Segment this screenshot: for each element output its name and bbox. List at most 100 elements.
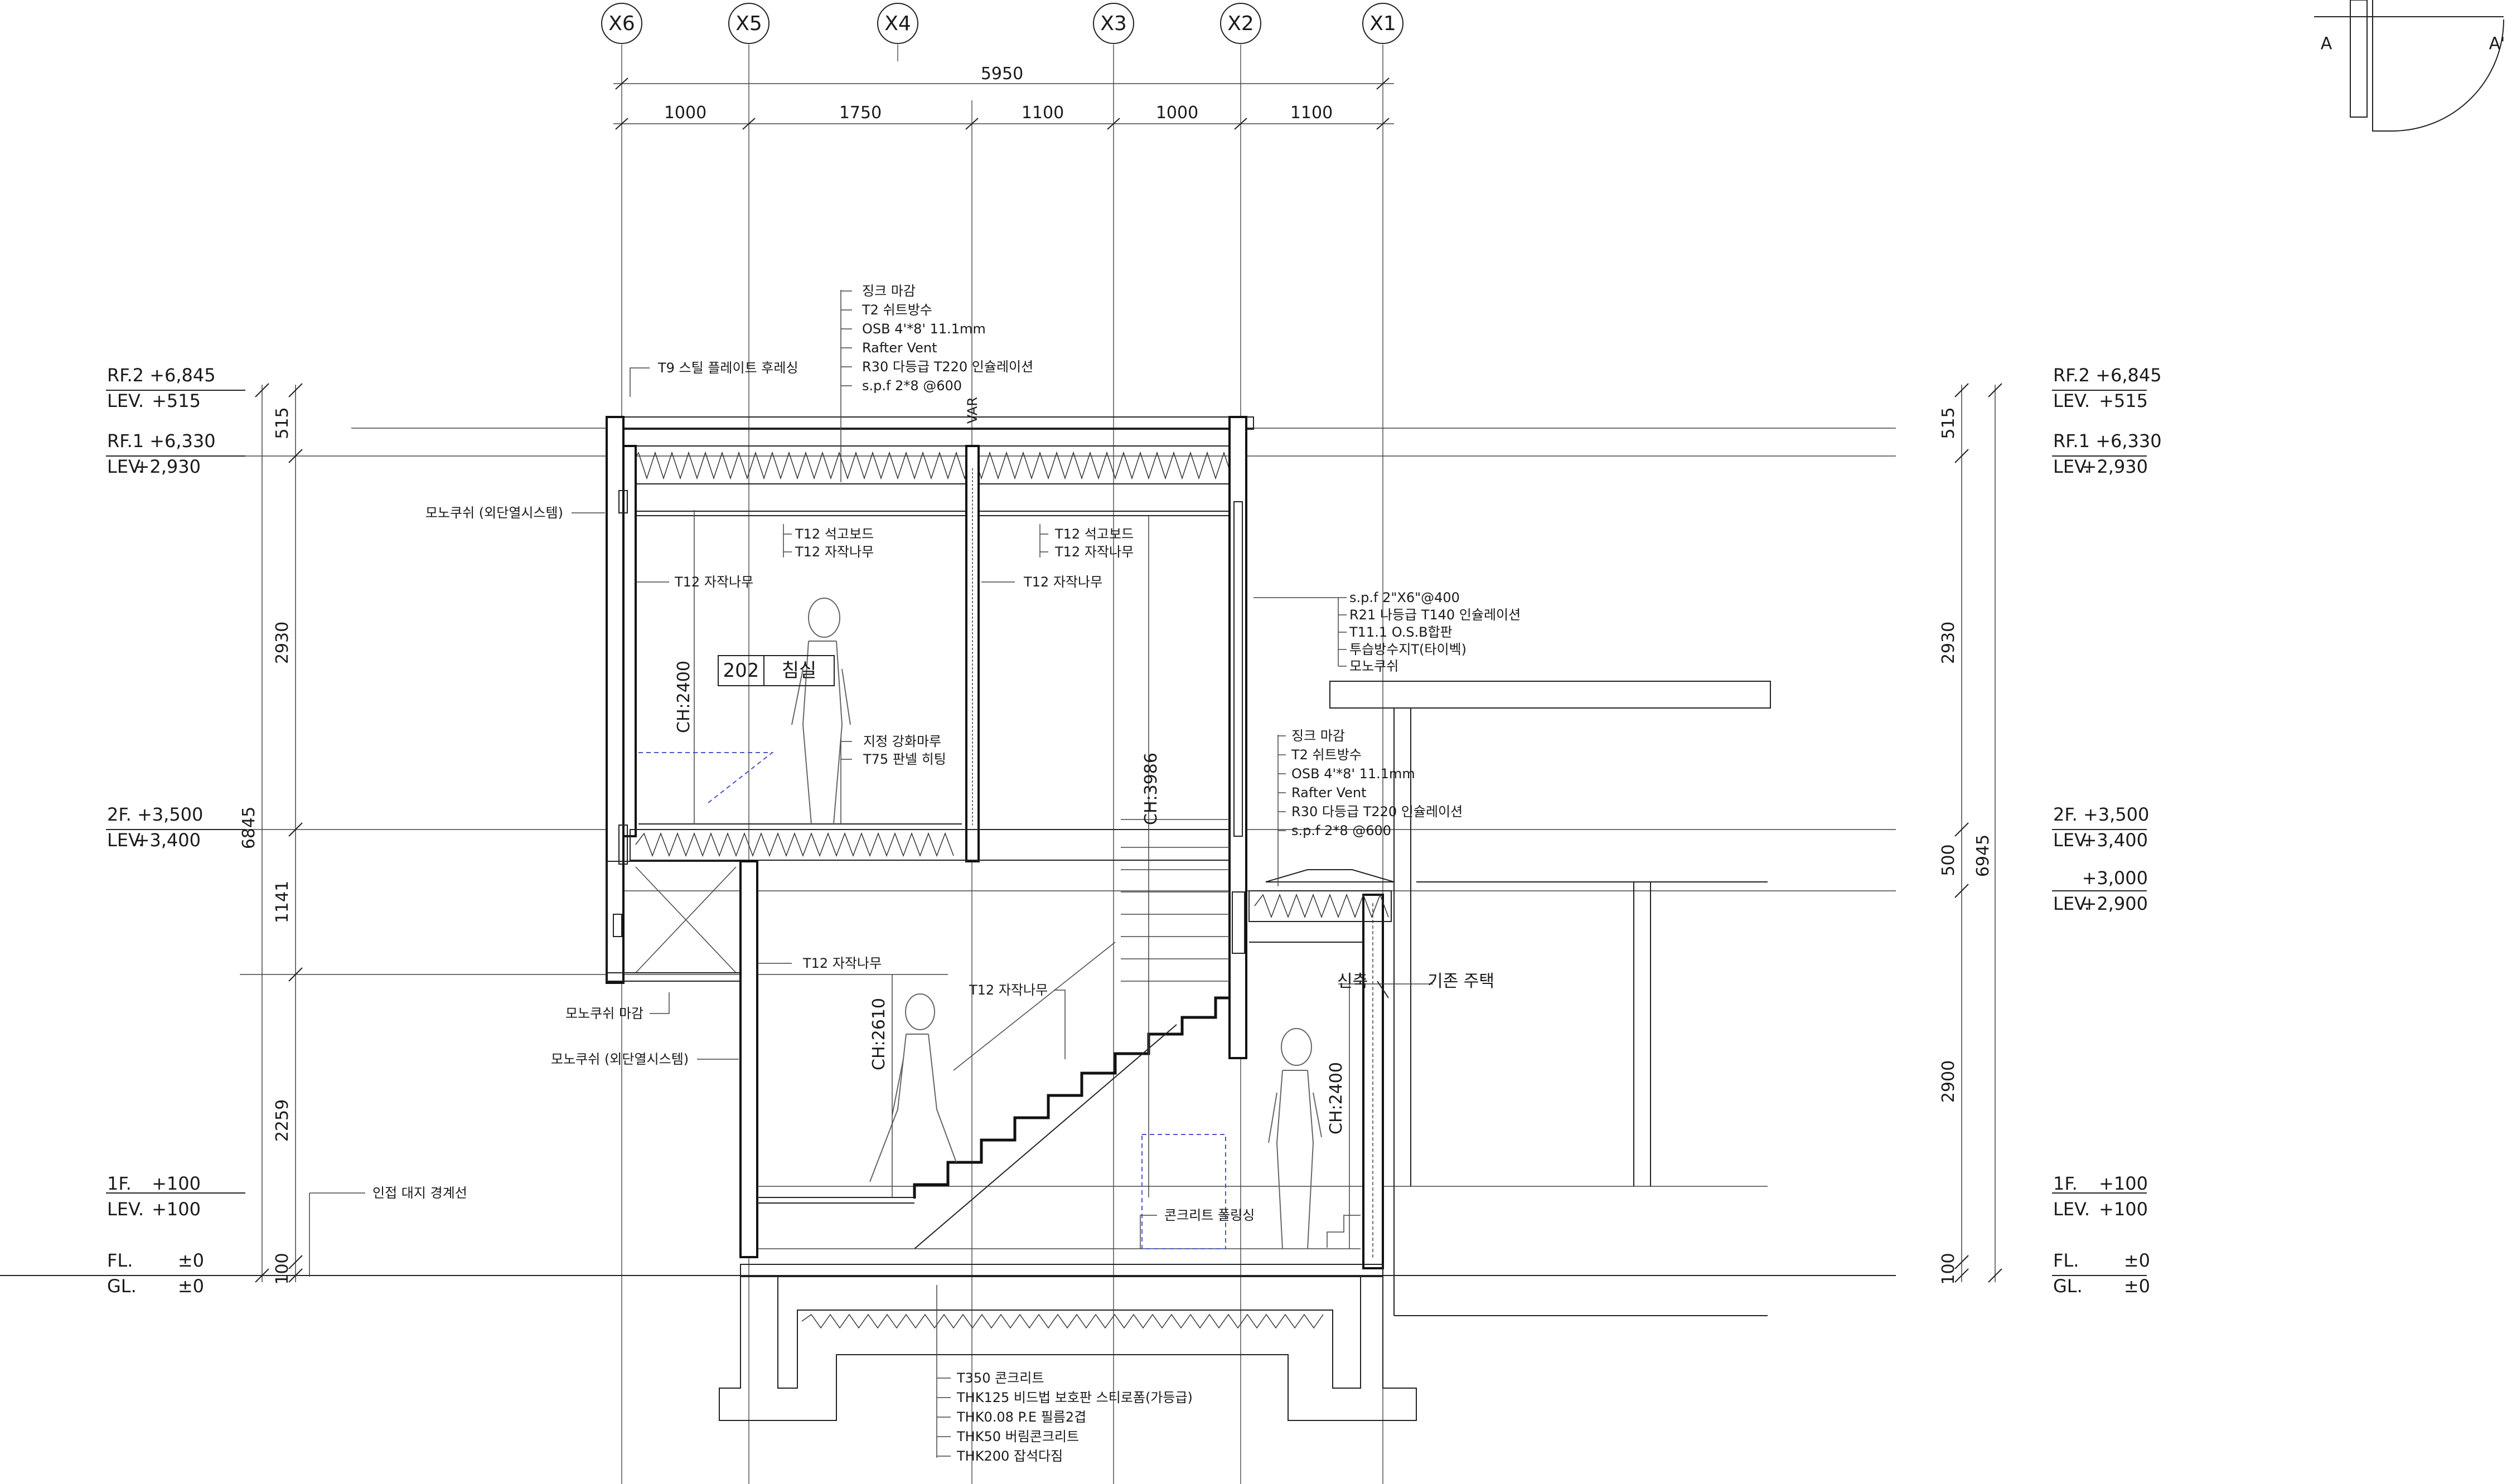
grid-label-x1: X1 [1369,12,1396,35]
dim-total-5950: 5950 [981,64,1023,84]
level-left-gl-val: ±0 [178,1276,204,1297]
level-right-rf1-lev: LEV. [2053,456,2090,477]
wall-note: s.p.f 2"X6"@400 R21 나등급 T140 인슐레이션 T11.1… [1349,590,1521,674]
level-right-1f: 1F. [2053,1173,2078,1194]
ch-2610: CH:2610 [869,998,889,1070]
floor-note-2: T75 판넬 히팅 [863,751,946,767]
wood-left-label: T12 자작나무 [674,574,753,590]
roof-side-note-1: 징크 마감 [1291,728,1345,744]
leader-lines [309,290,1433,1458]
key-plan-a: A [2321,34,2332,54]
ch-3986: CH:3986 [1141,753,1161,825]
concrete-floor-label: 콘크리트 폴링싱 [1164,1207,1255,1223]
floor-note-1: 지정 강화마루 [863,734,941,749]
roof-note-1: 징크 마감 [862,283,916,299]
level-right-3000: +3,000 [2082,867,2148,889]
grid-label-x6: X6 [608,12,635,35]
floor-2f [630,823,1230,861]
roof-side-note: 징크 마감 T2 쉬트방수 OSB 4'*8' 11.1mm Rafter Ve… [1291,728,1463,838]
level-right-3000-lev: LEV. [2053,893,2090,914]
foundation-note-4: THK50 버림콘크리트 [956,1429,1079,1444]
mono-finish-label: 모노쿠쉬 마감 [565,1006,643,1021]
boundary-label: 인접 대지 경계선 [372,1185,467,1201]
level-left-1f-val: +100 [152,1173,201,1194]
roof-side-note-6: s.p.f 2*8 @600 [1291,823,1391,838]
ch-2400-bottom: CH:2400 [1327,1062,1346,1134]
level-left-gl: GL. [107,1276,137,1297]
grid-x3: X3 [1093,3,1134,44]
roof-side-note-2: T2 쉬트방수 [1291,747,1362,763]
grid-x5: X5 [728,3,769,44]
foundation-note-2: THK125 비드법 보호판 스티로폼(가등급) [956,1390,1193,1405]
level-right-rf1: RF.1 +6,330 [2053,430,2162,452]
dim-right-2900: 2900 [1939,1060,1958,1103]
dim-left-2259: 2259 [273,1099,292,1142]
foundation-note: T350 콘크리트 THK125 비드법 보호판 스티로폼(가등급) THK0.… [956,1370,1193,1464]
level-right-rf2: RF.2 +6,845 [2053,365,2162,386]
dim-left-total: 6845 [239,807,259,849]
level-right-rf2-val: +515 [2099,390,2148,411]
dim-left-2930: 2930 [273,622,292,664]
level-right-2f-val: +3,400 [2082,830,2148,851]
dim-left-1141: 1141 [273,881,292,923]
dim-right-100: 100 [1939,1253,1958,1284]
room-tag: 202 침실 [718,655,835,686]
grid-x6: X6 [601,3,642,44]
wall-note-5: 모노쿠쉬 [1349,658,1398,674]
level-left-rf1: RF.1 +6,330 [107,430,216,452]
wall-note-4: 투습방수지T(타이벡) [1349,642,1467,657]
level-left-2f-val: +3,400 [135,830,201,851]
level-right-2f-lev: LEV. [2053,830,2090,851]
wood-1f-label: T12 자작나무 [802,956,882,971]
ceiling-b-2: T12 자작나무 [1054,544,1134,560]
grid-label-x2: X2 [1227,12,1254,35]
ceiling-b-1: T12 석고보드 [1054,526,1134,542]
level-right-1f-lev-val: +100 [2099,1199,2148,1220]
roof-note-2: T2 쉬트방수 [862,302,932,318]
roof-note-3: OSB 4'*8' 11.1mm [862,321,986,337]
dim-right-2930: 2930 [1939,622,1958,664]
dim-seg-5: 1100 [1290,103,1333,123]
room-number: 202 [723,659,759,682]
level-left-2f: 2F. +3,500 [107,804,203,825]
ceiling-a-1: T12 석고보드 [795,526,874,542]
level-right-fl: FL. [2053,1250,2079,1271]
level-left-fl: FL. [107,1250,133,1271]
roof-note-5: R30 다등급 T220 인슐레이션 [862,359,1033,375]
key-plan-a-prime: A' [2489,34,2505,54]
wall-note-1: s.p.f 2"X6"@400 [1349,590,1460,605]
dim-left-100: 100 [273,1253,292,1284]
level-right-1f-lev: LEV. [2053,1199,2090,1220]
cantilever-box [606,861,744,982]
level-left-rf2-lev: LEV. [107,390,144,411]
dim-seg-3: 1100 [1022,103,1064,123]
roof-side-note-5: R30 다등급 T220 인슐레이션 [1291,804,1463,819]
var-label: VAR [965,397,980,424]
dim-right-total: 6945 [1973,835,1993,877]
existing-house [1329,681,1771,1316]
wall-partition-x4 [965,445,980,862]
dim-seg-1: 1000 [664,103,706,123]
foundation-note-5: THK200 잡석다짐 [956,1448,1063,1464]
wall-left-2f [606,416,637,984]
foundation [719,1277,1417,1421]
dim-left-515: 515 [273,407,292,439]
dim-seg-4: 1000 [1156,103,1198,123]
level-right-fl-val: ±0 [2124,1250,2150,1271]
wood-stair-label: T12 자작나무 [969,982,1048,998]
new-build-label: 신축 [1337,972,1368,991]
wall-note-3: T11.1 O.S.B합판 [1349,624,1453,640]
top-dimension-total: 5950 [613,64,1394,90]
wall-x2 [1228,416,1247,1059]
level-right-rf2-lev: LEV. [2053,390,2090,411]
level-left-1f-lev-val: +100 [152,1199,201,1220]
mono-ext2-label: 모노쿠쉬 (외단열시스템) [551,1051,689,1067]
wood-mid-label: T12 자작나무 [1023,574,1102,590]
grid-x2: X2 [1220,3,1261,44]
level-right-2f: 2F. +3,500 [2053,804,2149,825]
level-left-rf1-lev: LEV. [107,456,144,477]
grid-label-x5: X5 [735,12,762,35]
room-name: 침실 [782,659,817,682]
grid-x1: X1 [1362,3,1403,44]
level-left-rf1-val: +2,930 [135,456,201,477]
